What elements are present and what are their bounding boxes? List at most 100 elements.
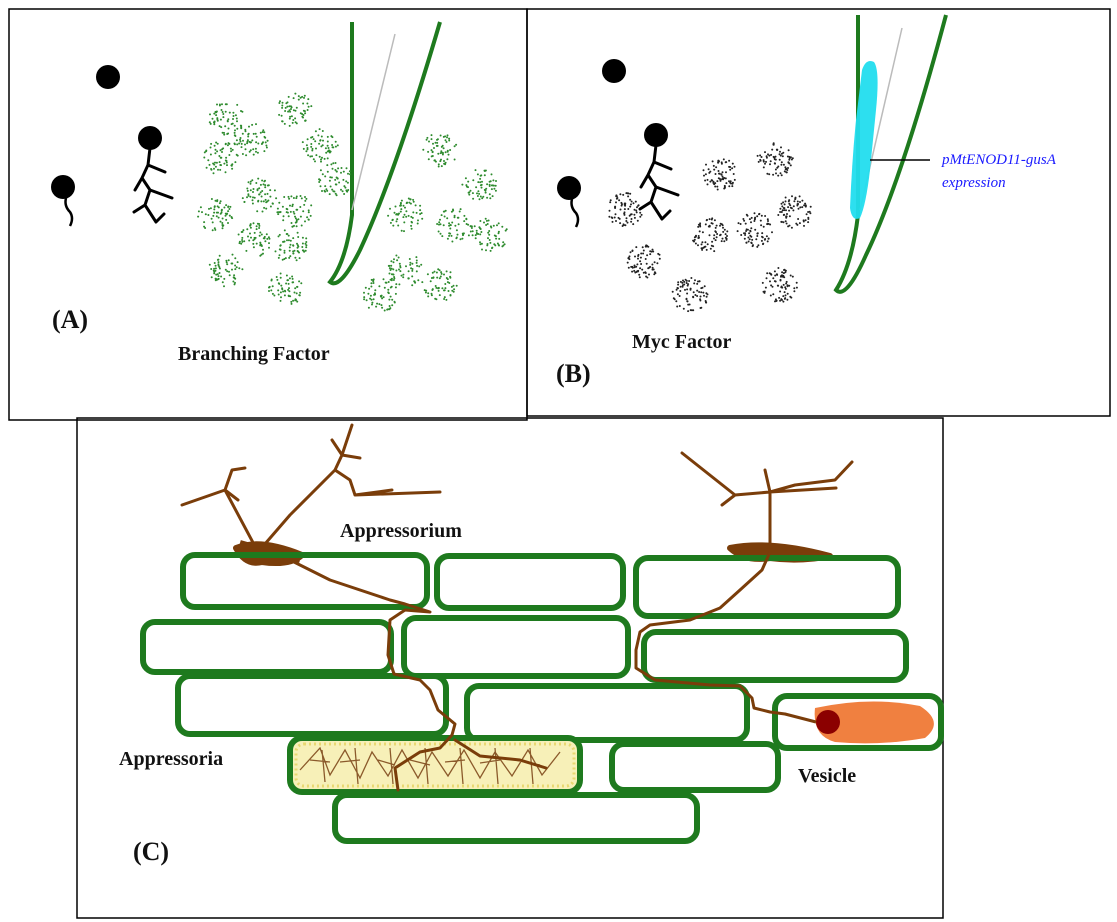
signal-dot: [249, 182, 252, 185]
signal-dot: [411, 216, 414, 219]
signal-dot: [761, 232, 764, 235]
signal-dot: [769, 223, 772, 226]
signal-dot: [326, 140, 329, 143]
signal-dot: [370, 278, 373, 281]
signal-dot: [213, 144, 216, 147]
signal-dot: [479, 177, 482, 180]
signal-dot: [449, 294, 452, 296]
signal-dot: [311, 136, 314, 138]
signal-dot: [255, 135, 258, 138]
signal-dot: [781, 209, 784, 212]
signal-dot: [239, 138, 241, 141]
signal-dot: [318, 181, 321, 183]
signal-dot: [331, 188, 334, 191]
signal-dot: [262, 183, 265, 186]
signal-dot: [400, 274, 403, 277]
signal-dot: [255, 150, 257, 153]
signal-dot: [783, 203, 786, 206]
signal-dot: [713, 250, 716, 253]
signal-dot: [228, 208, 231, 210]
signal-dot: [684, 288, 686, 291]
signal-dot: [782, 163, 785, 166]
signal-dot: [306, 147, 309, 149]
signal-dot: [246, 189, 249, 192]
signal-dot: [300, 197, 303, 200]
signal-dot: [708, 234, 711, 237]
signal-dot: [294, 217, 297, 220]
signal-dot: [782, 283, 785, 286]
signal-dot: [219, 164, 222, 166]
signal-dot: [486, 183, 489, 186]
signal-dot: [334, 169, 337, 171]
signal-dot: [442, 224, 445, 227]
signal-dot: [766, 172, 769, 175]
signal-dot: [766, 272, 769, 275]
panel-b-caption: Myc Factor: [632, 331, 732, 353]
signal-dot: [326, 157, 329, 160]
signal-dot: [752, 244, 754, 247]
signal-dot: [269, 205, 272, 208]
signal-dot: [783, 207, 786, 210]
signal-dot: [711, 240, 714, 243]
signal-dot: [295, 299, 298, 301]
signal-dot: [280, 114, 283, 117]
signal-dot: [265, 207, 268, 210]
myc-factor-cloud: [608, 142, 812, 313]
signal-dot: [344, 186, 347, 189]
signal-dot: [778, 296, 781, 299]
signal-dot: [348, 170, 351, 173]
signal-dot: [804, 219, 807, 222]
signal-dot: [449, 227, 452, 230]
signal-dot: [292, 237, 295, 240]
signal-dot: [481, 180, 483, 183]
signal-dot: [699, 295, 702, 298]
signal-dot: [620, 204, 623, 207]
signal-dot: [700, 287, 703, 290]
signal-dot: [458, 210, 461, 213]
signal-dot: [334, 178, 337, 181]
signal-dot: [767, 237, 770, 240]
signal-dot: [791, 195, 793, 198]
signal-dot: [622, 193, 625, 196]
signal-dot: [723, 186, 726, 189]
signal-dot: [648, 273, 650, 276]
signal-dot: [464, 177, 467, 180]
signal-dot: [263, 235, 266, 238]
signal-dot: [334, 145, 337, 148]
signal-dot: [476, 192, 478, 195]
signal-dot: [346, 181, 349, 184]
signal-dot: [342, 170, 345, 173]
external-hypha-left: [180, 423, 442, 554]
signal-dot: [278, 102, 281, 104]
external-hypha-right: [680, 451, 854, 547]
signal-dot: [412, 198, 415, 201]
signal-dot: [305, 246, 308, 249]
signal-dot: [411, 221, 413, 224]
signal-dot: [765, 160, 767, 163]
signal-dot: [304, 119, 307, 122]
signal-dot: [307, 98, 310, 101]
signal-dot: [244, 130, 247, 133]
signal-dot: [709, 180, 712, 183]
signal-dot: [343, 185, 346, 188]
intercellular-hypha-left: [288, 558, 548, 792]
signal-dot: [263, 180, 266, 183]
signal-dot: [249, 223, 252, 226]
root-cell: [434, 553, 626, 611]
signal-dot: [712, 180, 715, 183]
signal-dot: [283, 122, 286, 125]
signal-dot: [296, 231, 299, 234]
signal-dot: [265, 144, 268, 147]
panel-a-caption: Branching Factor: [178, 343, 330, 365]
signal-dot: [391, 218, 394, 221]
signal-dot: [704, 173, 707, 176]
signal-dot: [255, 228, 258, 231]
signal-dot: [220, 275, 223, 278]
signal-dot: [639, 215, 642, 218]
signal-dot: [310, 145, 313, 148]
signal-dot: [641, 246, 644, 249]
signal-dot: [646, 276, 649, 279]
signal-dot: [345, 167, 348, 170]
signal-dot: [247, 181, 250, 184]
signal-dot: [262, 252, 264, 255]
